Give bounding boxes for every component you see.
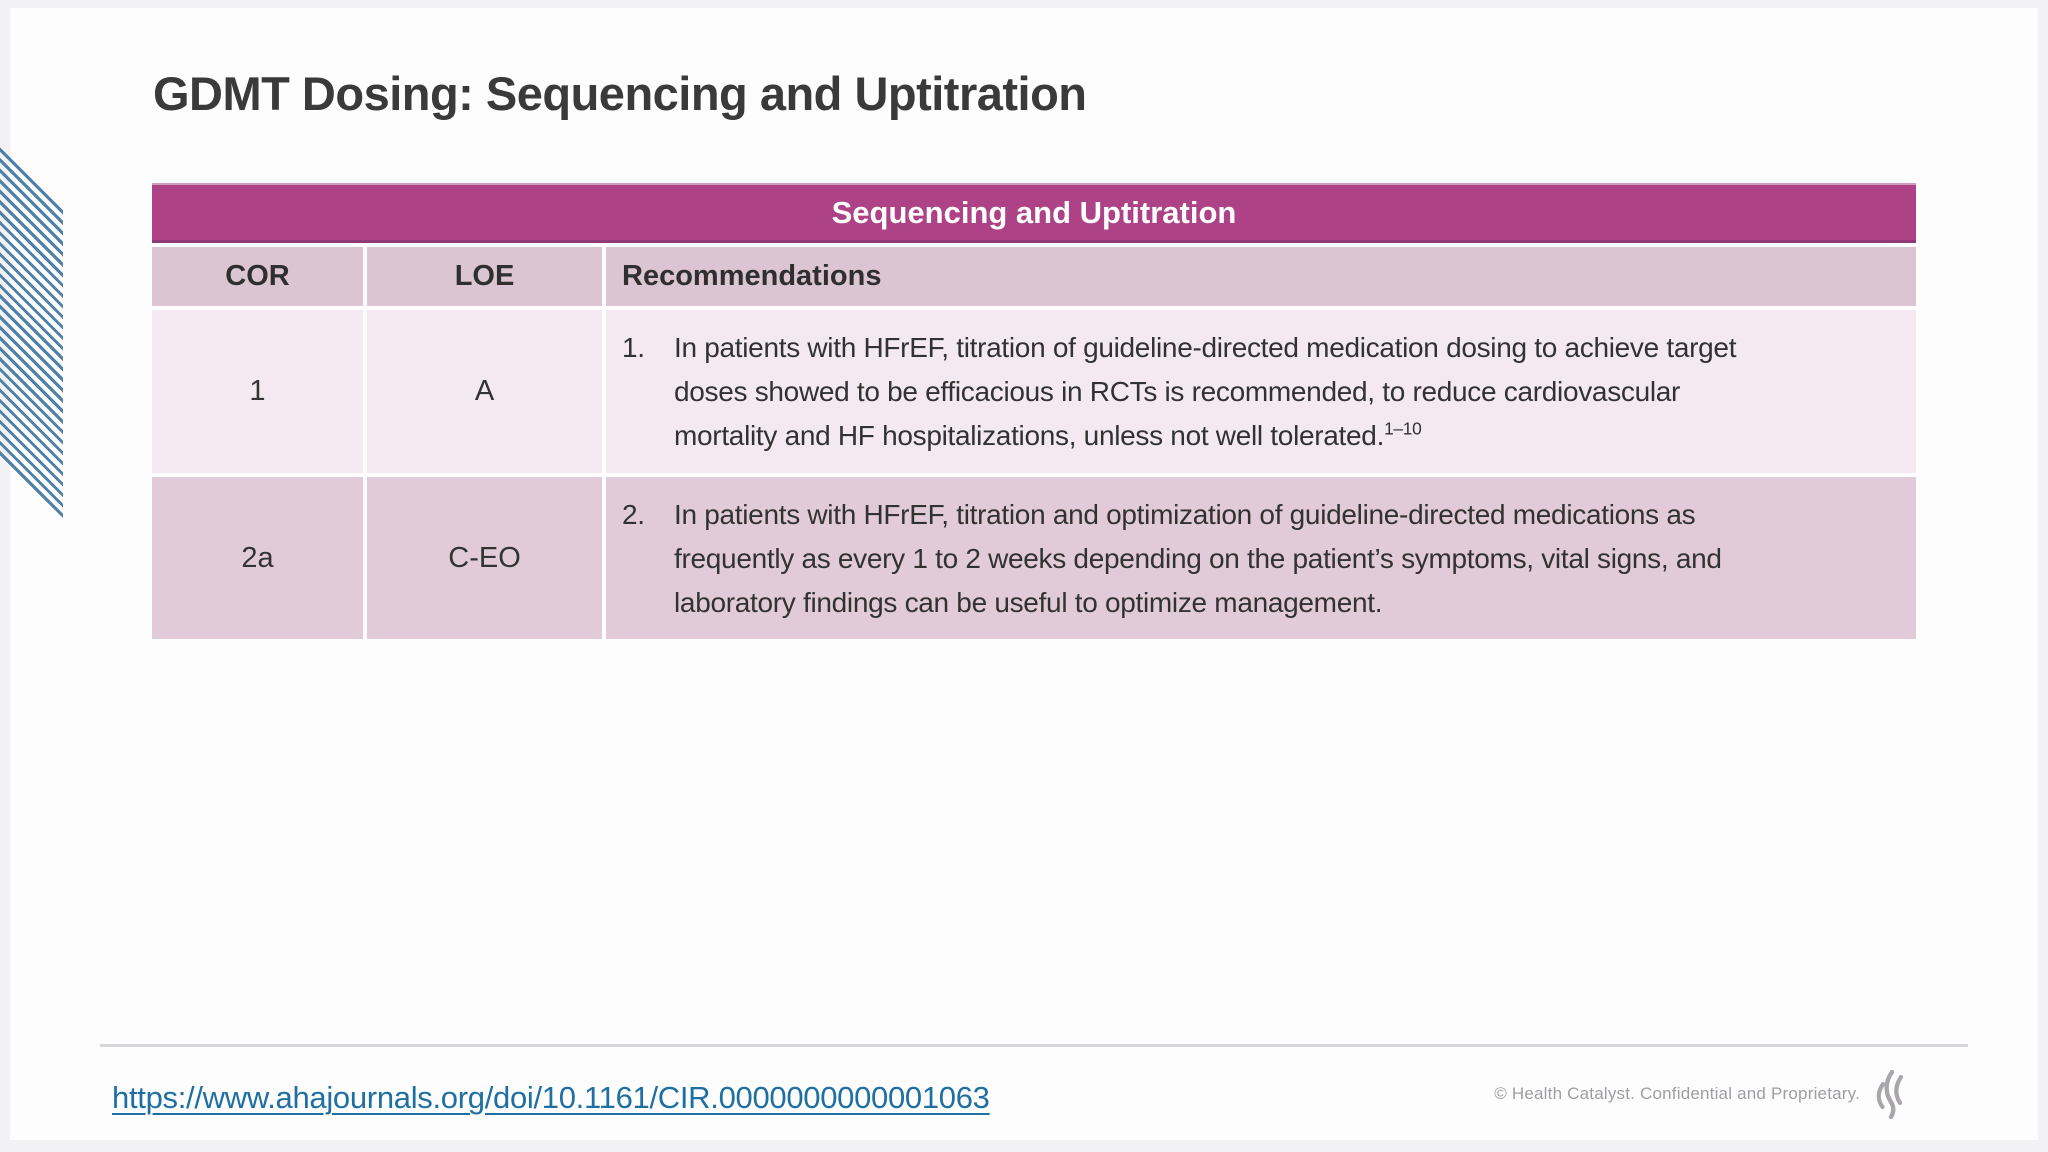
source-link[interactable]: https://www.ahajournals.org/doi/10.1161/… bbox=[112, 1080, 990, 1115]
table-row-2-cor: 2a bbox=[152, 476, 363, 640]
copyright-text: © Health Catalyst. Confidential and Prop… bbox=[1494, 1084, 1860, 1103]
column-header-loe: LOE bbox=[367, 247, 602, 306]
column-header-recommendations: Recommendations bbox=[606, 247, 1916, 306]
recommendation-body: In patients with HFrEF, titration of gui… bbox=[674, 332, 1737, 452]
table-row-2-recommendation: 2. In patients with HFrEF, titration and… bbox=[606, 476, 1916, 640]
table-row-1-loe: A bbox=[367, 310, 602, 473]
footer-right-group: © Health Catalyst. Confidential and Prop… bbox=[1494, 1068, 1908, 1120]
health-catalyst-flame-icon bbox=[1876, 1069, 1904, 1120]
footer-divider bbox=[100, 1044, 1968, 1047]
slide-canvas: GDMT Dosing: Sequencing and Uptitration … bbox=[10, 8, 2038, 1140]
table-row-2-loe: C-EO bbox=[367, 476, 602, 640]
recommendation-body: In patients with HFrEF, titration and op… bbox=[674, 498, 1722, 619]
table-grid: COR LOE Recommendations 1 A 1. In patien… bbox=[152, 247, 1916, 640]
column-header-cor: COR bbox=[152, 247, 363, 306]
list-number: 1. bbox=[622, 332, 645, 363]
page-title: GDMT Dosing: Sequencing and Uptitration bbox=[153, 67, 1087, 120]
list-number: 2. bbox=[622, 498, 645, 530]
table-header-band: Sequencing and Uptitration bbox=[152, 183, 1916, 243]
table-row-1-recommendation: 1. In patients with HFrEF, titration of … bbox=[606, 310, 1916, 473]
reference-superscript: 1–10 bbox=[1384, 419, 1422, 440]
recommendations-table: Sequencing and Uptitration COR LOE Recom… bbox=[152, 183, 1916, 640]
recommendation-text: In patients with HFrEF, titration of gui… bbox=[674, 326, 1784, 459]
table-row-1-cor: 1 bbox=[152, 310, 363, 473]
recommendation-text: In patients with HFrEF, titration and op… bbox=[674, 493, 1784, 626]
diagonal-stripes-decoration bbox=[0, 143, 63, 518]
